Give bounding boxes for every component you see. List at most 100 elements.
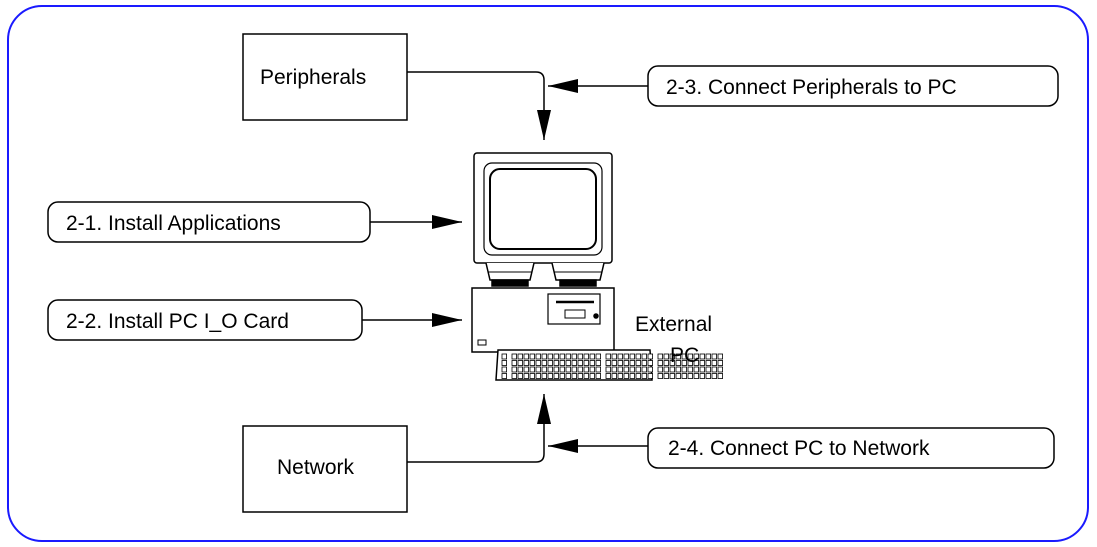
keyboard-key — [553, 373, 559, 379]
keyboard-key — [511, 353, 517, 360]
peripherals-box — [242, 33, 408, 121]
keyboard-key — [629, 366, 635, 373]
keyboard-key — [675, 366, 681, 373]
keyboard-key — [511, 366, 517, 373]
keyboard-key — [541, 353, 547, 360]
keyboard-key — [693, 353, 699, 360]
keyboard-key — [617, 366, 623, 373]
keyboard-key — [535, 373, 541, 379]
keyboard-key — [663, 353, 669, 360]
keyboard-key — [711, 373, 717, 379]
peripherals-label: Peripherals — [260, 66, 367, 89]
keyboard-key — [635, 360, 641, 366]
keyboard-key — [565, 373, 571, 379]
keyboard-key — [681, 373, 687, 379]
keyboard-key — [669, 373, 675, 379]
keyboard-key — [623, 353, 629, 360]
keyboard-key — [595, 366, 601, 373]
keyboard-key — [623, 360, 629, 366]
keyboard-key — [517, 353, 523, 360]
keyboard-key — [669, 353, 675, 360]
keyboard-key — [657, 360, 663, 366]
keyboard-key — [511, 360, 517, 366]
keyboard-key — [611, 366, 617, 373]
keyboard-key — [663, 366, 669, 373]
keyboard-key — [687, 373, 693, 379]
keyboard-key — [605, 373, 611, 379]
keyboard-key — [565, 353, 571, 360]
keyboard-key — [623, 366, 629, 373]
keyboard-key — [529, 360, 535, 366]
keyboard-key — [705, 373, 711, 379]
keyboard-key — [517, 373, 523, 379]
keyboard-key — [681, 366, 687, 373]
keyboard-key — [647, 360, 653, 366]
keyboard-key — [511, 373, 517, 379]
keyboard-key — [641, 373, 647, 379]
keyboard-key — [647, 353, 653, 360]
keyboard-key — [559, 366, 565, 373]
keyboard-key — [641, 360, 647, 366]
keyboard-key — [565, 360, 571, 366]
keyboard-key — [535, 360, 541, 366]
keyboard-key — [589, 360, 595, 366]
keyboard-key — [705, 366, 711, 373]
keyboard-key — [705, 360, 711, 366]
keyboard-key — [529, 366, 535, 373]
step-2-3-label: 2-3. Connect Peripherals to PC — [666, 76, 957, 99]
keyboard-key — [635, 366, 641, 373]
keyboard-key — [675, 373, 681, 379]
keyboard-key — [583, 353, 589, 360]
keyboard-key — [681, 360, 687, 366]
keyboard-key — [641, 366, 647, 373]
keyboard-key — [617, 373, 623, 379]
keyboard-key — [611, 360, 617, 366]
keyboard-key — [693, 360, 699, 366]
keyboard-key — [699, 353, 705, 360]
keyboard-key — [629, 373, 635, 379]
keyboard-key — [559, 360, 565, 366]
keyboard-key — [523, 360, 529, 366]
keyboard-key — [589, 366, 595, 373]
keyboard-key — [605, 353, 611, 360]
keyboard-key — [571, 373, 577, 379]
network-box — [242, 425, 408, 513]
keyboard-key — [541, 366, 547, 373]
keyboard-key — [635, 373, 641, 379]
keyboard-key — [663, 360, 669, 366]
keyboard-key — [687, 366, 693, 373]
keyboard-key — [647, 373, 653, 379]
keyboard-key — [617, 353, 623, 360]
keyboard-key — [641, 353, 647, 360]
keyboard-key — [565, 366, 571, 373]
keyboard-key — [529, 373, 535, 379]
keyboard-key — [529, 353, 535, 360]
keyboard-key — [571, 360, 577, 366]
keyboard-key — [553, 360, 559, 366]
keyboard-key — [501, 373, 507, 379]
keyboard-key — [553, 366, 559, 373]
keyboard-key — [663, 373, 669, 379]
keyboard-key — [501, 360, 507, 366]
keyboard-key — [711, 353, 717, 360]
diagram-frame — [7, 5, 1089, 542]
keyboard-key — [711, 366, 717, 373]
keyboard-key — [623, 373, 629, 379]
keyboard-key — [687, 360, 693, 366]
keyboard-icon — [495, 349, 723, 381]
keyboard-key — [595, 373, 601, 379]
keyboard-key — [571, 353, 577, 360]
keyboard-key — [517, 366, 523, 373]
keyboard-key — [501, 366, 507, 373]
keyboard-key — [711, 360, 717, 366]
step-2-4-pill — [647, 427, 1055, 469]
keyboard-key — [647, 366, 653, 373]
keyboard-key — [535, 353, 541, 360]
keyboard-key — [547, 373, 553, 379]
keyboard-key — [669, 366, 675, 373]
keyboard-key — [635, 353, 641, 360]
pc-label-line1: External — [635, 313, 713, 336]
keyboard-key — [657, 353, 663, 360]
keyboard-key — [699, 373, 705, 379]
